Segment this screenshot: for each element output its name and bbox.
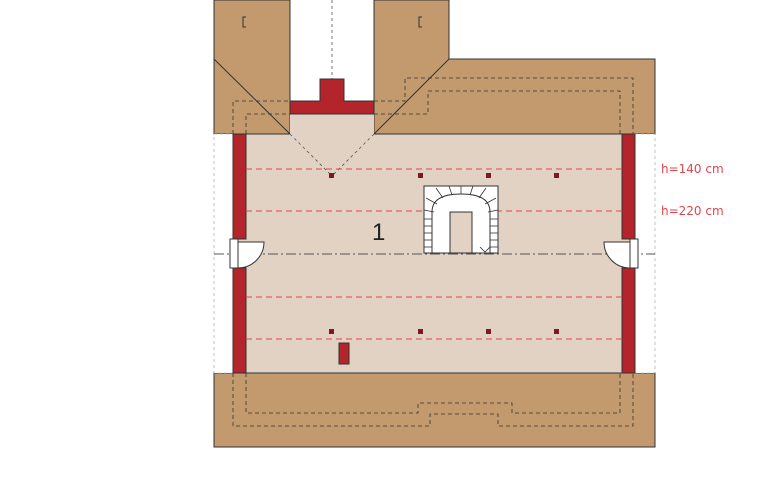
roof-areas bbox=[213, 0, 656, 448]
right-wall-upper bbox=[621, 133, 636, 240]
roof-bottom bbox=[213, 372, 656, 448]
skylight-markers bbox=[242, 16, 422, 28]
vent-shaft bbox=[338, 342, 350, 365]
left-door bbox=[229, 238, 265, 269]
right-wall-lower bbox=[621, 267, 636, 374]
chimney bbox=[289, 78, 375, 115]
left-wall-lower bbox=[232, 267, 247, 374]
walls bbox=[232, 78, 636, 374]
roof-posts bbox=[329, 173, 559, 334]
side-strips bbox=[213, 133, 656, 374]
height-lines bbox=[246, 168, 622, 340]
staircase bbox=[423, 185, 499, 254]
eaves-outline bbox=[232, 77, 634, 427]
height-label-140: h=140 cm bbox=[661, 162, 724, 176]
dormer-hip-lines bbox=[213, 58, 450, 135]
dormer-floor-triangle bbox=[290, 114, 374, 176]
right-door bbox=[603, 238, 639, 269]
height-label-220: h=220 cm bbox=[661, 204, 724, 218]
left-wall-upper bbox=[232, 133, 247, 240]
room-number: 1 bbox=[372, 219, 386, 246]
